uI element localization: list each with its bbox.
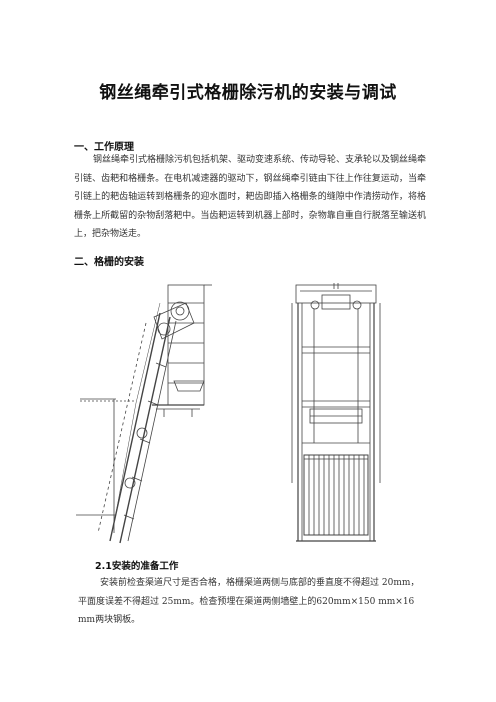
- section-heading-working-principle: 一、工作原理: [74, 142, 134, 153]
- document-title: 钢丝绳牵引式格栅除污机的安装与调试: [99, 83, 397, 103]
- preparation-text: 安装前检查渠道尺寸是否合格，格栅渠道两侧与底部的垂直度不得超过 20mm，平面度…: [78, 578, 420, 626]
- machine-drawing-figure: [76, 283, 428, 546]
- subsection-heading-preparation: 2.1安装的准备工作: [95, 561, 179, 572]
- working-principle-text: 钢丝绳牵引式格栅除污机包括机架、驱动变速系统、传动导轮、支承轮以及钢丝绳牵引链、…: [74, 155, 427, 240]
- preparation-paragraph: 安装前检查渠道尺寸是否合格，格栅渠道两侧与底部的垂直度不得超过 20mm，平面度…: [78, 574, 426, 630]
- section-heading-installation: 二、格栅的安装: [74, 257, 144, 268]
- front-elevation-drawing: [291, 283, 381, 542]
- machine-drawing: [76, 283, 428, 546]
- working-principle-paragraph: 钢丝绳牵引式格栅除污机包括机架、驱动变速系统、传动导轮、支承轮以及钢丝绳牵引链、…: [74, 151, 426, 244]
- side-elevation-drawing: [76, 284, 212, 544]
